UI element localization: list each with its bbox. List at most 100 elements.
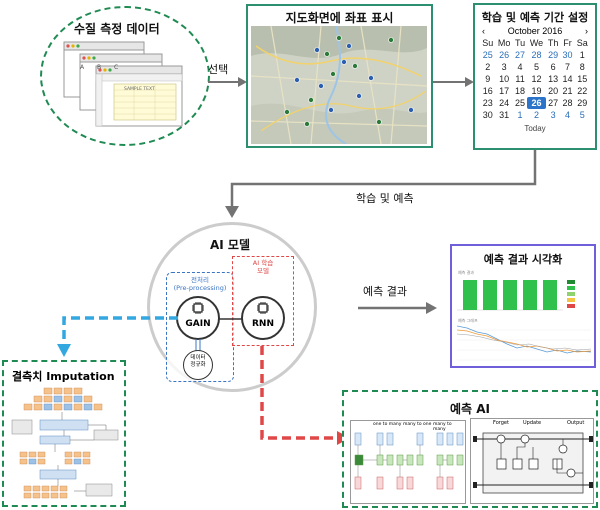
normalize-label: 데이터 정규화: [190, 355, 206, 368]
weekday-label: Su: [482, 38, 494, 48]
day-cell[interactable]: 4: [565, 110, 571, 120]
day-cell[interactable]: 27: [515, 50, 526, 60]
day-cell[interactable]: 14: [562, 74, 573, 84]
map-image: [251, 26, 427, 144]
day-cell[interactable]: 13: [548, 74, 559, 84]
imputation-panel-title: 결측치 Imputation: [12, 370, 115, 383]
today-button[interactable]: Today: [524, 124, 546, 133]
day-cell[interactable]: 2: [485, 62, 491, 72]
day-cell[interactable]: 5: [533, 62, 539, 72]
day-cell[interactable]: 30: [562, 50, 573, 60]
day-cell[interactable]: 19: [531, 86, 542, 96]
sheet-sample-text: SAMPLE TEXT: [124, 87, 155, 92]
weekday-label: Sa: [576, 38, 588, 48]
day-cell[interactable]: 16: [482, 86, 493, 96]
day-cell[interactable]: 23: [482, 98, 493, 108]
chip-icon: [257, 302, 269, 314]
chip-icon: [192, 302, 204, 314]
day-cell[interactable]: 5: [579, 110, 585, 120]
predict-ai-panel: 예측 AI one to many many to one many to ma…: [342, 390, 598, 508]
arrow-select: [208, 77, 247, 87]
day-cell[interactable]: 18: [515, 86, 526, 96]
sheet-col-a: A: [80, 64, 85, 71]
predict-ai-title: 예측 AI: [449, 402, 490, 416]
viz-panel-title: 예측 결과 시각화: [483, 253, 563, 266]
day-cell[interactable]: 1: [517, 110, 523, 120]
day-cell[interactable]: 29: [577, 98, 588, 108]
rnn-types-figure: one to many many to one many to many: [350, 420, 466, 504]
map-panel-title: 지도화면에 좌표 표시: [285, 11, 394, 25]
day-cell[interactable]: 25: [482, 50, 493, 60]
prev-month-button[interactable]: ‹: [482, 26, 485, 36]
week-row: 25 26 27 28 29 30 1: [480, 49, 590, 61]
rnn-type-one-to-many: one to many: [373, 422, 402, 427]
day-cell[interactable]: 29: [548, 50, 559, 60]
calendar-grid: Su Mo Tu We Th Fr Sa 25 26 27 28 29 30: [480, 37, 590, 121]
weekday-label: Mo: [497, 38, 511, 48]
gain-normalize-link: [195, 339, 201, 351]
day-cell[interactable]: 11: [515, 74, 525, 84]
arrow-predict-ai: [260, 346, 350, 445]
preprocess-label: 전처리 (Pre-processing): [173, 276, 227, 292]
day-cell[interactable]: 27: [548, 98, 559, 108]
normalize-node: [183, 350, 213, 380]
weekday-label: We: [529, 38, 544, 48]
day-cell[interactable]: 2: [533, 110, 539, 120]
week-row: 23 24 25 26 27 28 29: [480, 97, 590, 109]
day-cell[interactable]: 26: [499, 50, 510, 60]
day-cell[interactable]: 25: [515, 98, 526, 108]
day-cell[interactable]: 21: [562, 86, 573, 96]
day-cell[interactable]: 28: [531, 50, 542, 60]
day-cell[interactable]: 4: [517, 62, 523, 72]
ai-train-label: AI 학습 모델: [252, 259, 274, 275]
weekday-label: Th: [547, 38, 559, 48]
gain-rnn-link: [219, 318, 243, 320]
weekday-label: Tu: [514, 38, 526, 48]
calendar-month-label[interactable]: October 2016: [507, 26, 563, 36]
imputation-panel: 결측치 Imputation: [2, 360, 126, 507]
lstm-cell-diagram: [473, 432, 593, 494]
day-cell[interactable]: 3: [501, 62, 507, 72]
arrow-to-calendar: [433, 77, 474, 87]
rnn-types-diagram: [354, 432, 464, 490]
next-month-button[interactable]: ›: [584, 26, 588, 36]
week-row: 30 31 1 2 3 4 5: [480, 109, 590, 121]
imputation-diagram: [11, 387, 119, 499]
day-cell[interactable]: 10: [499, 74, 510, 84]
day-cell[interactable]: 7: [565, 62, 571, 72]
day-cell[interactable]: 22: [577, 86, 588, 96]
day-cell[interactable]: 3: [550, 110, 556, 120]
day-cell[interactable]: 8: [579, 62, 585, 72]
day-cell[interactable]: 12: [531, 74, 542, 84]
week-row: 2 3 4 5 6 7 8: [480, 61, 590, 73]
viz-panel: 예측 결과 시각화 예측 결과 예측 그래프: [450, 244, 596, 368]
lstm-output-label: Output: [567, 420, 585, 426]
viz-top-label: 예측 결과: [458, 270, 474, 275]
viz-bar-chart: [457, 280, 575, 311]
train-predict-label: 학습 및 예측: [356, 192, 414, 205]
gain-label: GAIN: [185, 319, 211, 329]
lstm-forget-label: Forget: [493, 420, 509, 426]
arrow-train-predict: [225, 150, 537, 218]
day-cell[interactable]: 28: [562, 98, 573, 108]
week-row: 9 10 11 12 13 14 15: [480, 73, 590, 85]
week-row: 16 17 18 19 20 21 22: [480, 85, 590, 97]
sheet-col-c: C: [114, 64, 119, 71]
weekday-row: Su Mo Tu We Th Fr Sa: [480, 37, 590, 49]
calendar-panel: 학습 및 예측 기간 설정 ‹ October 2016 › Su Mo Tu …: [473, 3, 597, 150]
day-cell[interactable]: 9: [485, 74, 491, 84]
day-cell-selected[interactable]: 26: [527, 97, 546, 109]
day-cell[interactable]: 6: [550, 62, 556, 72]
day-cell[interactable]: 31: [499, 110, 510, 120]
day-cell[interactable]: 1: [579, 50, 585, 60]
day-cell[interactable]: 15: [577, 74, 588, 84]
rnn-type-many-to-many: many to many: [433, 422, 452, 432]
spreadsheet-stack-icon: [63, 41, 183, 127]
day-cell[interactable]: 20: [548, 86, 559, 96]
rnn-type-many-to-one: many to one: [403, 422, 432, 427]
day-cell[interactable]: 30: [482, 110, 493, 120]
viz-bottom-label: 예측 그래프: [458, 318, 478, 323]
arrow-result: [358, 302, 437, 314]
day-cell[interactable]: 17: [499, 86, 510, 96]
day-cell[interactable]: 24: [499, 98, 510, 108]
